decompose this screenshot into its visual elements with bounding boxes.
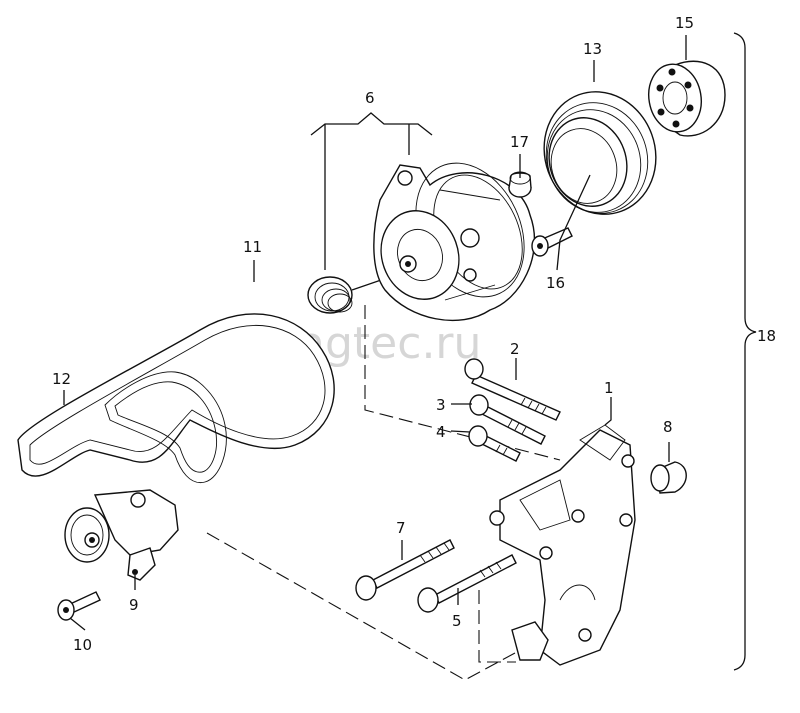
group-bracket-18	[733, 32, 757, 671]
callout-15: 15	[675, 14, 694, 32]
assembly-dash-line	[206, 532, 516, 681]
callout-8: 8	[663, 418, 673, 436]
freewheel-15	[648, 60, 726, 137]
callout-18: 18	[757, 327, 776, 345]
bushing-17	[508, 171, 532, 198]
leader-line-16	[556, 174, 591, 271]
bolt-5	[417, 554, 517, 613]
bolt-7	[355, 539, 455, 601]
callout-1: 1	[604, 379, 614, 397]
mounting-bracket-1	[489, 424, 636, 666]
assembly-dash-line	[364, 305, 561, 461]
spring-sleeve	[307, 276, 353, 314]
callout-10: 10	[73, 636, 92, 654]
ribbed-v-belt	[17, 313, 335, 484]
callout-11: 11	[243, 238, 262, 256]
bushing-8	[650, 461, 687, 494]
callout-7: 7	[396, 519, 406, 537]
leader-line-10	[69, 617, 86, 631]
belt-tensioner-9	[64, 489, 179, 581]
leader-line-4	[450, 430, 471, 433]
callout-13: 13	[583, 40, 602, 58]
callout-3: 3	[436, 396, 446, 414]
leader-line-1	[604, 397, 612, 426]
callout-6: 6	[365, 89, 375, 107]
callout-12: 12	[52, 370, 71, 388]
callout-17: 17	[510, 133, 529, 151]
pulley-13	[543, 91, 657, 215]
callout-16: 16	[546, 274, 565, 292]
callout-9: 9	[129, 596, 139, 614]
callout-5: 5	[452, 612, 462, 630]
group-bracket-6	[310, 112, 433, 136]
callout-4: 4	[436, 423, 446, 441]
callout-2: 2	[510, 340, 520, 358]
bolt-3	[469, 394, 546, 445]
bolt-2	[464, 358, 561, 421]
bolt-4	[468, 425, 521, 462]
alternator	[373, 162, 536, 322]
bolt-16	[531, 227, 573, 257]
assembly-dash-line	[478, 590, 516, 663]
bolt-10	[57, 591, 101, 621]
